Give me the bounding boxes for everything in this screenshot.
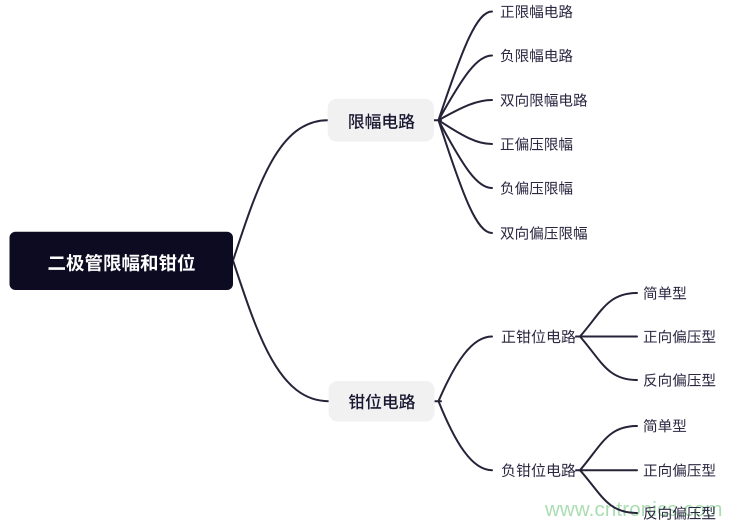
svg-text:www.cntronics.com: www.cntronics.com <box>544 498 723 521</box>
